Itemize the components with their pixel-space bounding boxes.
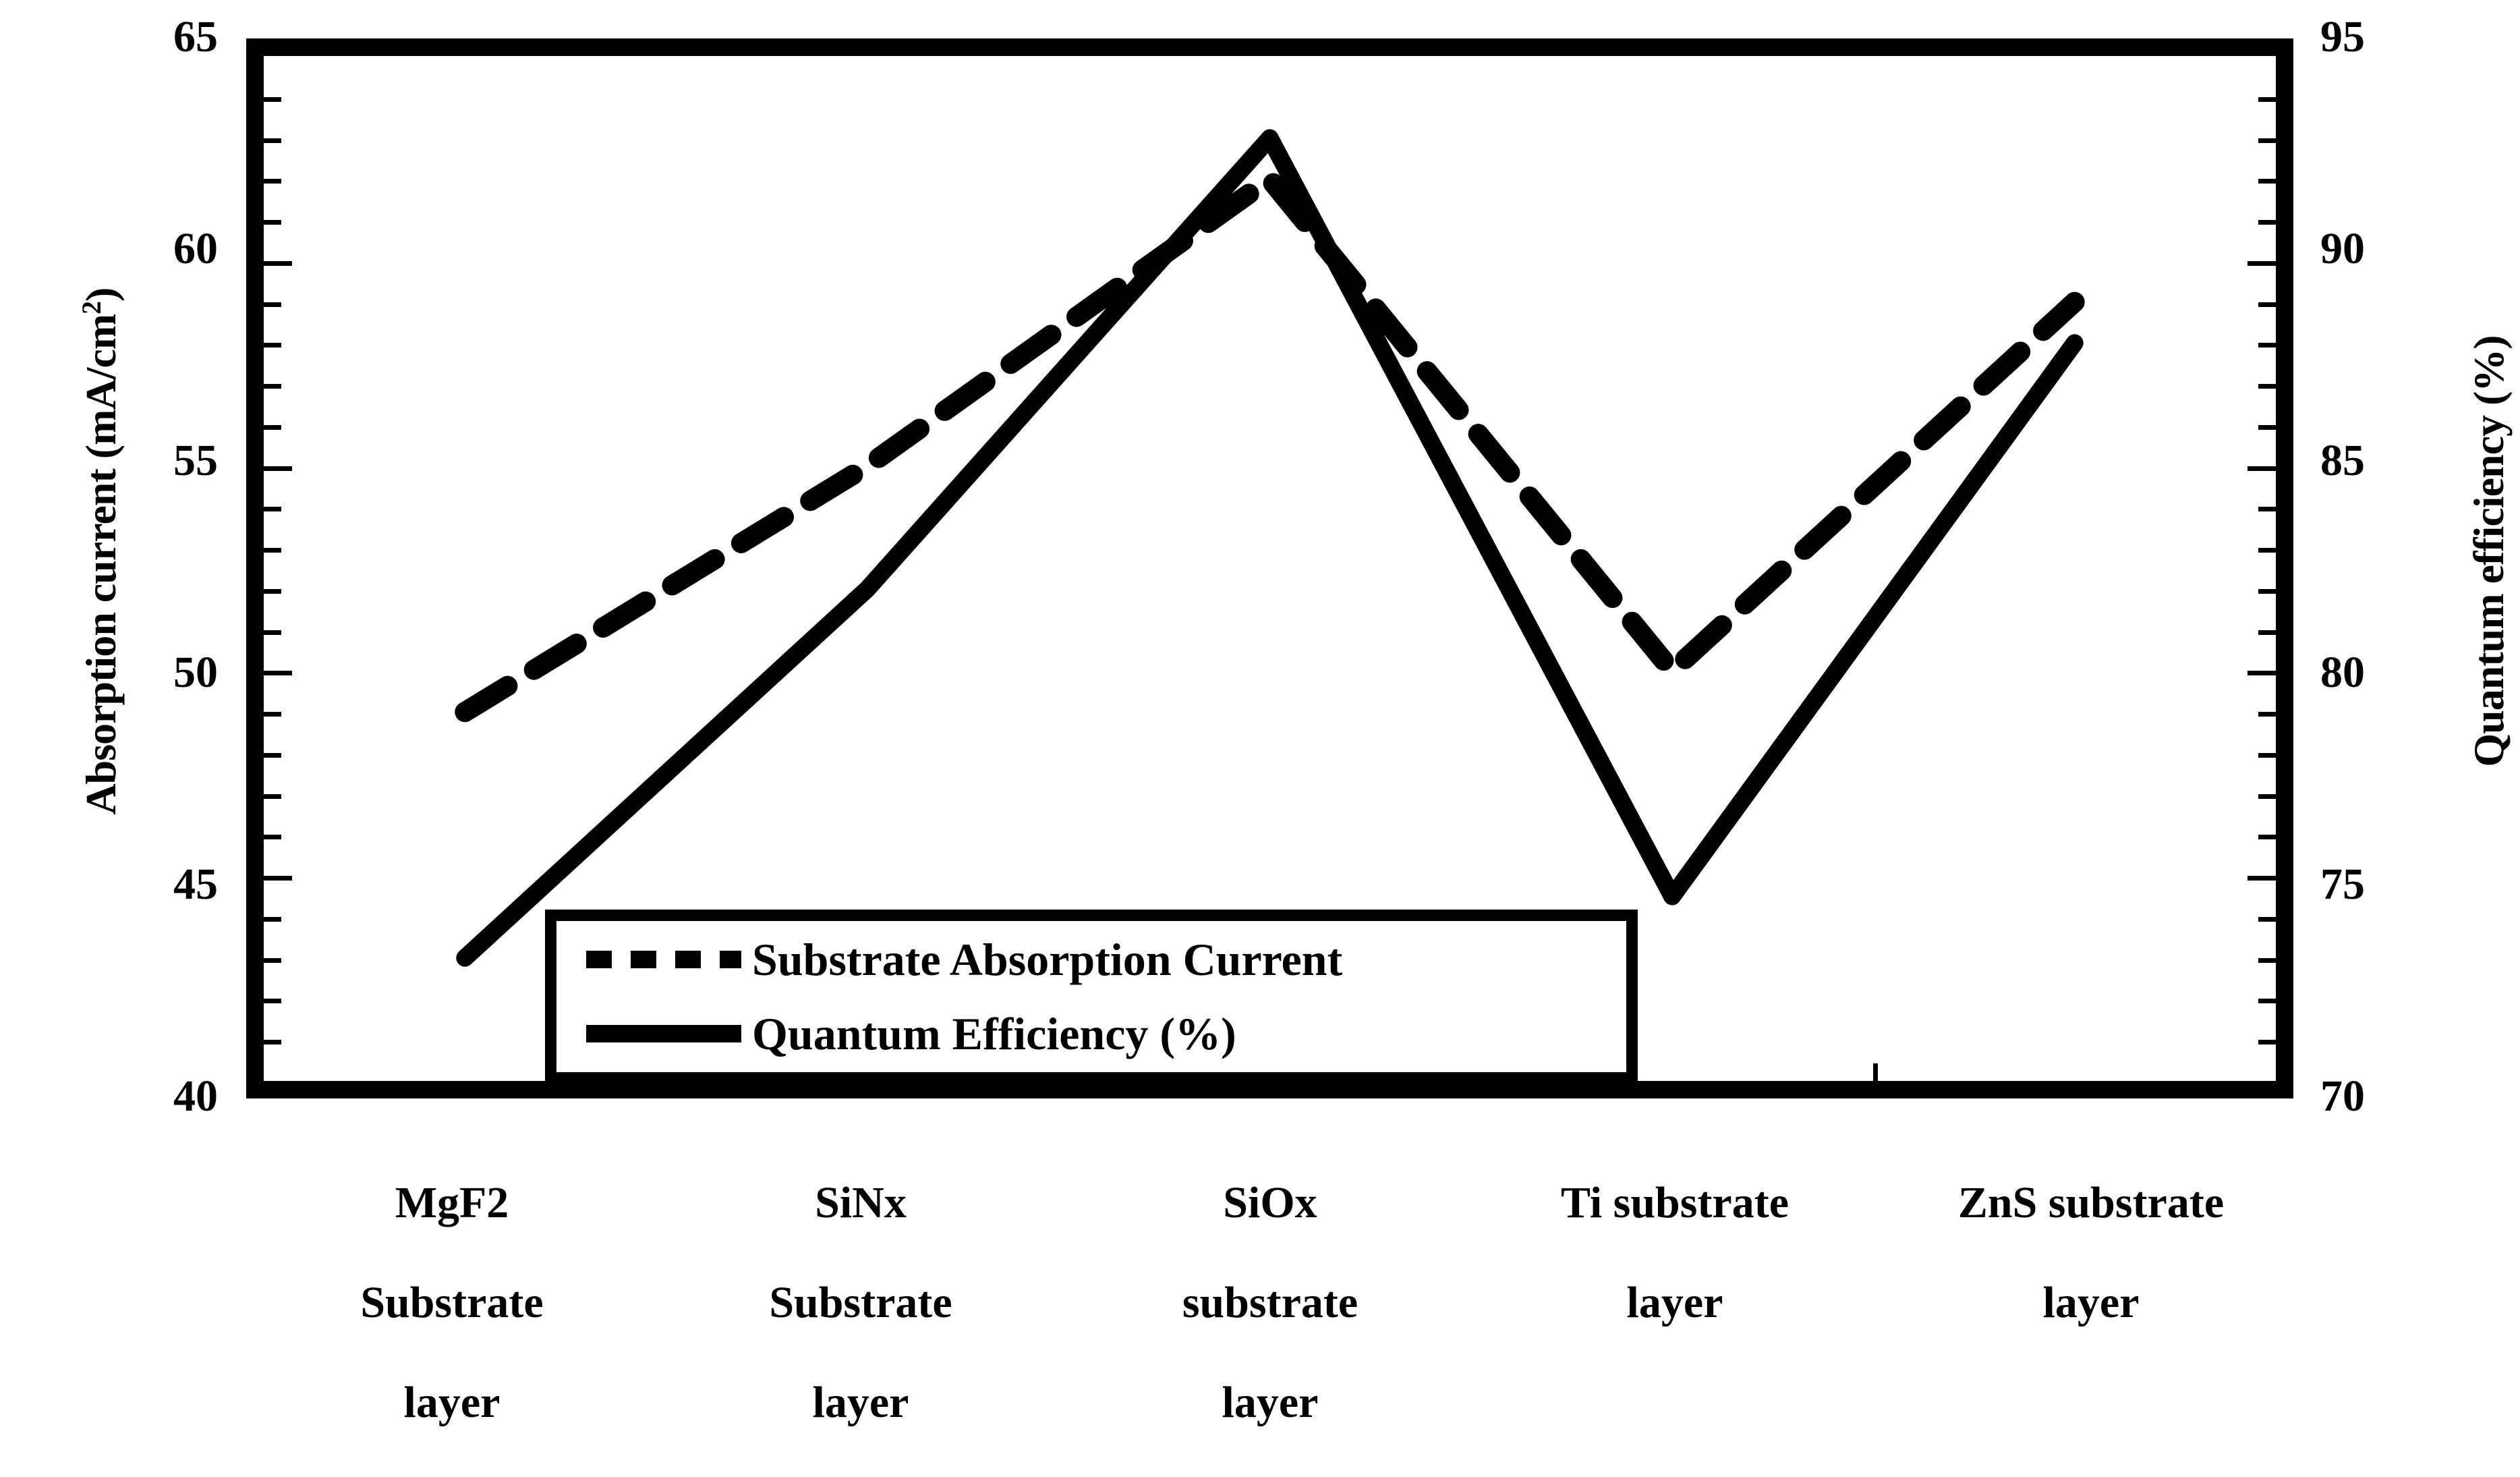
x-category-label-mgf2-line1: MgF2 [395, 1177, 509, 1227]
x-category-label-zns-line2: layer [2042, 1277, 2140, 1327]
x-category-label-ti-line1: Ti substrate [1561, 1177, 1789, 1227]
y-tick-mark-right [2258, 835, 2276, 840]
y-tick-mark-right [2258, 343, 2276, 348]
legend-label-quantum-efficiency: Quantum Efficiency (%) [752, 1008, 1236, 1059]
y-tick-mark-right [2258, 548, 2276, 553]
x-category-label-sinx-line3: layer [812, 1377, 909, 1427]
y-tick-mark-left [264, 793, 281, 799]
y-tick-mark-right [2258, 384, 2276, 389]
y-tick-right-80: 80 [2320, 648, 2365, 697]
y-axis-left-title-tail: ) [77, 287, 125, 302]
y-tick-left-55: 55 [173, 436, 218, 485]
x-category-label-zns: ZnS substrate layer [1882, 1128, 2300, 1378]
y-tick-mark-right [2258, 630, 2276, 635]
legend-label-substrate-absorption-current: Substrate Absorption Current [752, 934, 1343, 985]
y-tick-mark-left [264, 999, 281, 1004]
x-category-label-sinx: SiNx Substrate layer [679, 1128, 1043, 1477]
y-tick-mark-right [2247, 466, 2276, 471]
x-category-label-mgf2: MgF2 Substrate layer [270, 1128, 634, 1477]
x-category-label-sinx-line2: Substrate [769, 1277, 952, 1327]
y-tick-mark-left [264, 876, 292, 881]
y-tick-mark-left [264, 507, 281, 512]
y-tick-right-70: 70 [2320, 1071, 2365, 1121]
x-category-label-siox-line2: substrate [1182, 1277, 1358, 1327]
y-tick-mark-right [2258, 957, 2276, 963]
y-tick-right-90: 90 [2320, 224, 2365, 273]
x-category-label-mgf2-line2: Substrate [360, 1277, 544, 1327]
x-category-label-siox-line1: SiOx [1223, 1177, 1317, 1227]
legend-solid-line-icon [586, 1025, 741, 1042]
y-tick-mark-left [264, 916, 281, 922]
y-tick-mark-left [264, 179, 281, 184]
y-tick-mark-right [2247, 260, 2276, 266]
x-category-label-ti: Ti substrate layer [1479, 1128, 1870, 1378]
y-axis-left-title-main: Absorption current (mA/cm [77, 314, 125, 815]
legend-item-quantum-efficiency: Quantum Efficiency (%) [586, 1000, 1626, 1067]
y-tick-mark-left [264, 671, 292, 676]
y-tick-right-85: 85 [2320, 436, 2365, 485]
y-tick-mark-right [2258, 752, 2276, 758]
y-tick-mark-right [2258, 507, 2276, 512]
y-tick-mark-right [2258, 1040, 2276, 1045]
y-tick-mark-left [264, 588, 281, 594]
y-axis-right-title: Quantum efficiency (%) [2465, 335, 2513, 767]
y-tick-mark-right [2258, 424, 2276, 430]
y-tick-mark-right [2258, 916, 2276, 922]
y-tick-left-40: 40 [173, 1071, 218, 1121]
y-tick-left-45: 45 [173, 860, 218, 909]
x-category-label-zns-line1: ZnS substrate [1957, 1177, 2225, 1227]
y-tick-mark-right [2258, 793, 2276, 799]
y-tick-left-65: 65 [173, 12, 218, 61]
y-tick-mark-right [2258, 588, 2276, 594]
y-tick-mark-left [264, 384, 281, 389]
y-tick-mark-right [2258, 138, 2276, 143]
y-tick-mark-left [264, 138, 281, 143]
y-tick-left-50: 50 [173, 648, 218, 697]
x-category-label-mgf2-line3: layer [403, 1377, 500, 1427]
x-category-label-sinx-line1: SiNx [815, 1177, 907, 1227]
y-tick-mark-right [2258, 96, 2276, 102]
y-tick-mark-right [2258, 302, 2276, 307]
y-tick-mark-left [264, 260, 292, 266]
y-tick-right-75: 75 [2320, 860, 2365, 909]
y-tick-mark-right [2258, 999, 2276, 1004]
x-category-label-ti-line2: layer [1626, 1277, 1723, 1327]
y-tick-mark-left [264, 630, 281, 635]
plot-inner [264, 56, 2276, 1081]
chart-root: Absorption current (mA/cm2) Quantum effi… [76, 12, 2513, 1427]
legend-dashed-line-icon [586, 951, 741, 968]
y-tick-left-60: 60 [173, 224, 218, 273]
y-tick-mark-left [264, 220, 281, 225]
y-tick-mark-right [2258, 712, 2276, 717]
y-axis-left-title: Absorption current (mA/cm2) [76, 45, 126, 1057]
x-tick-mark [1873, 1063, 1879, 1081]
y-tick-mark-left [264, 752, 281, 758]
y-tick-mark-left [264, 343, 281, 348]
series-line-quantum-efficiency [456, 129, 2084, 967]
x-category-label-siox-line3: layer [1222, 1377, 1319, 1427]
y-tick-right-95: 95 [2320, 12, 2365, 61]
y-tick-mark-left [264, 424, 281, 430]
y-tick-mark-right [2258, 220, 2276, 225]
y-tick-mark-left [264, 835, 281, 840]
y-tick-mark-left [264, 957, 281, 963]
y-tick-mark-left [264, 302, 281, 307]
legend: Substrate Absorption Current Quantum Eff… [545, 910, 1638, 1084]
series-layer [455, 129, 2085, 967]
legend-item-substrate-absorption-current: Substrate Absorption Current [586, 926, 1626, 993]
y-tick-mark-left [264, 96, 281, 102]
y-tick-mark-right [2247, 671, 2276, 676]
y-tick-mark-right [2258, 179, 2276, 184]
x-category-label-siox: SiOx substrate layer [1088, 1128, 1452, 1477]
y-tick-mark-left [264, 466, 292, 471]
y-tick-mark-right [2247, 876, 2276, 881]
series-line-substrate-absorption-current [455, 169, 2085, 723]
y-tick-mark-left [264, 548, 281, 553]
y-tick-mark-left [264, 712, 281, 717]
y-axis-left-title-superscript: 2 [76, 302, 107, 314]
y-tick-mark-left [264, 1040, 281, 1045]
